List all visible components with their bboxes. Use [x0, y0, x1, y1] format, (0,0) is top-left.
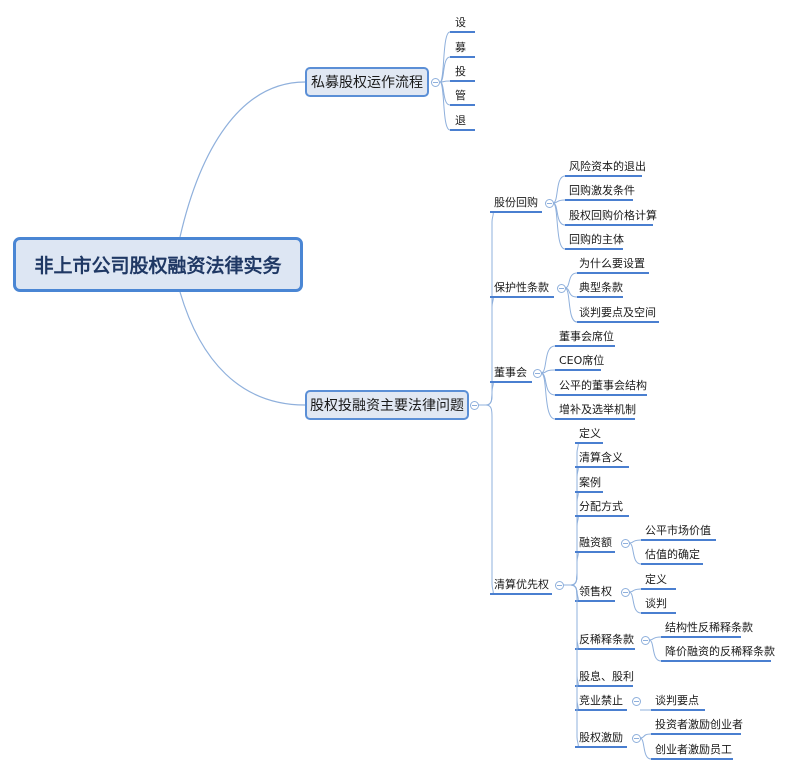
- drag-curve: [628, 591, 642, 614]
- financing-curve: [628, 539, 642, 544]
- incentive-curve: [639, 737, 652, 760]
- root-topic[interactable]: 非上市公司股权融资法律实务: [13, 237, 303, 292]
- item-case[interactable]: 案例: [579, 476, 601, 489]
- item-down-round-anti-dilution[interactable]: 降价融资的反稀释条款: [665, 645, 775, 658]
- root-branch-curve: [179, 81, 306, 238]
- liquidation-curve: [563, 551, 579, 586]
- collapse-toggle-icon[interactable]: [545, 199, 554, 208]
- liquidation-curve: [563, 584, 579, 650]
- collapse-toggle-icon[interactable]: [621, 539, 630, 548]
- collapse-toggle-icon[interactable]: [533, 369, 542, 378]
- topic-liquidation-preference[interactable]: 清算优先权: [494, 578, 549, 591]
- process-curve: [439, 56, 451, 83]
- repurchase-curve: [552, 202, 566, 250]
- liquidation-curve: [563, 584, 579, 711]
- subtopic-tou[interactable]: 投: [455, 65, 466, 78]
- repurchase-curve: [552, 175, 566, 204]
- item-distribution[interactable]: 分配方式: [579, 500, 623, 513]
- item-ceo-seat[interactable]: CEO席位: [559, 354, 605, 367]
- collapse-toggle-icon[interactable]: [641, 636, 650, 645]
- topic-pe-process[interactable]: 私募股权运作流程: [305, 67, 429, 97]
- subtopic-mu[interactable]: 募: [455, 41, 466, 54]
- collapse-toggle-icon[interactable]: [470, 401, 479, 410]
- liquidation-curve: [563, 466, 579, 586]
- liquidation-curve: [563, 584, 579, 748]
- item-definition[interactable]: 定义: [579, 427, 601, 440]
- collapse-toggle-icon[interactable]: [557, 284, 566, 293]
- collapse-toggle-icon[interactable]: [431, 78, 440, 87]
- protective-curve: [564, 272, 578, 289]
- collapse-toggle-icon[interactable]: [632, 697, 641, 706]
- collapse-toggle-icon[interactable]: [555, 581, 564, 590]
- incentive-curve: [639, 733, 652, 739]
- item-founder-incentive[interactable]: 创业者激励员工: [655, 743, 732, 756]
- item-election-mechanism[interactable]: 增补及选举机制: [559, 403, 636, 416]
- legal-curve: [478, 404, 494, 595]
- collapse-toggle-icon[interactable]: [621, 588, 630, 597]
- legal-curve: [478, 296, 494, 406]
- item-repurchase-trigger[interactable]: 回购激发条件: [569, 184, 635, 197]
- topic-protective-provisions[interactable]: 保护性条款: [494, 281, 549, 294]
- liquidation-curve: [563, 442, 579, 586]
- legal-curve: [478, 381, 494, 406]
- subtopic-guan[interactable]: 管: [455, 89, 466, 102]
- process-curve: [439, 31, 451, 83]
- item-structural-anti-dilution[interactable]: 结构性反稀释条款: [665, 621, 753, 634]
- item-drag-along[interactable]: 领售权: [579, 585, 612, 598]
- antidilution-curve: [648, 636, 662, 641]
- topic-pe-process-label: 私募股权运作流程: [311, 75, 423, 91]
- item-drag-along-definition[interactable]: 定义: [645, 573, 667, 586]
- item-repurchase-subject[interactable]: 回购的主体: [569, 233, 624, 246]
- board-curve: [540, 372, 556, 420]
- item-why-set[interactable]: 为什么要设置: [579, 257, 645, 270]
- antidilution-curve: [648, 639, 662, 662]
- item-vc-exit[interactable]: 风险资本的退出: [569, 160, 646, 173]
- protective-curve: [564, 287, 578, 323]
- item-financing-amount[interactable]: 融资额: [579, 536, 612, 549]
- item-board-seats[interactable]: 董事会席位: [559, 330, 614, 343]
- item-anti-dilution[interactable]: 反稀释条款: [579, 633, 634, 646]
- item-liquidation-meaning[interactable]: 清算含义: [579, 451, 623, 464]
- liquidation-curve: [563, 491, 579, 586]
- liquidation-curve: [563, 515, 579, 586]
- drag-curve: [628, 588, 642, 593]
- item-fair-board-structure[interactable]: 公平的董事会结构: [559, 379, 647, 392]
- topic-legal-issues-label: 股权投融资主要法律问题: [310, 398, 464, 414]
- collapse-toggle-icon[interactable]: [632, 734, 641, 743]
- board-curve: [540, 345, 556, 374]
- financing-curve: [628, 542, 642, 565]
- item-typical-terms[interactable]: 典型条款: [579, 281, 623, 294]
- item-investor-incentive[interactable]: 投资者激励创业者: [655, 718, 743, 731]
- process-curve: [439, 81, 451, 131]
- topic-board[interactable]: 董事会: [494, 366, 527, 379]
- topic-legal-issues[interactable]: 股权投融资主要法律问题: [305, 390, 469, 420]
- item-equity-incentive[interactable]: 股权激励: [579, 731, 623, 744]
- item-fair-market-value[interactable]: 公平市场价值: [645, 524, 711, 537]
- root-branch-curve: [179, 291, 306, 406]
- topic-share-repurchase[interactable]: 股份回购: [494, 196, 538, 209]
- subtopic-she[interactable]: 设: [455, 16, 466, 29]
- item-non-compete[interactable]: 竞业禁止: [579, 694, 623, 707]
- root-topic-label: 非上市公司股权融资法律实务: [34, 255, 282, 277]
- item-non-compete-points[interactable]: 谈判要点: [655, 694, 699, 707]
- item-drag-along-negotiation[interactable]: 谈判: [645, 597, 667, 610]
- item-dividends[interactable]: 股息、股利: [579, 670, 634, 683]
- item-negotiation-points[interactable]: 谈判要点及空间: [579, 306, 656, 319]
- legal-curve: [478, 211, 494, 406]
- item-valuation[interactable]: 估值的确定: [645, 548, 700, 561]
- subtopic-tui[interactable]: 退: [455, 114, 466, 127]
- item-repurchase-price[interactable]: 股权回购价格计算: [569, 209, 657, 222]
